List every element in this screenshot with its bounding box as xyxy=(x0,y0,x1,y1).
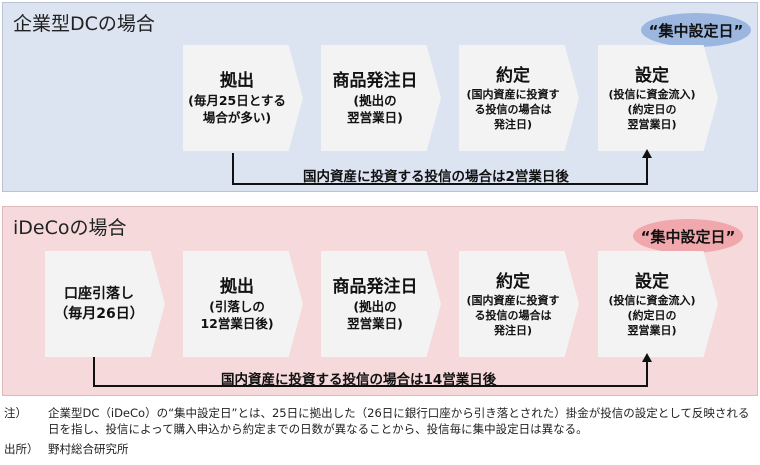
source-label: 出所） xyxy=(4,442,39,456)
concentrated-settlement-callout: “集中設定日” xyxy=(641,13,751,47)
step-detail: (投信に資金流入) (約定日の 翌営業日) xyxy=(608,87,696,131)
note-label: 注） xyxy=(4,406,27,420)
step-detail: (国内資産に投資す る投信の場合は 発注日) xyxy=(466,293,560,337)
step-execution: 約定(国内資産に投資す る投信の場合は 発注日) xyxy=(459,45,579,151)
step-title: 商品発注日 xyxy=(332,277,418,297)
concentrated-settlement-callout: “集中設定日” xyxy=(633,219,743,253)
arrow-up-icon xyxy=(642,149,652,158)
step-detail: (拠出の 翌営業日) xyxy=(347,93,403,125)
step-title: 約定 xyxy=(496,65,530,86)
step-detail: (投信に資金流入) (約定日の 翌営業日) xyxy=(608,293,696,337)
step-title: 約定 xyxy=(496,271,530,292)
span-bracket xyxy=(232,153,648,185)
step-title: 拠出 xyxy=(220,71,254,91)
step-detail: (毎月25日とする 場合が多い) xyxy=(188,93,286,125)
step-title: 拠出 xyxy=(220,277,254,297)
step-account-debit: 口座引落し （毎月26日） xyxy=(45,251,165,357)
step-title: 商品発注日 xyxy=(332,71,418,91)
panel-title: 企業型DCの場合 xyxy=(13,13,155,35)
corporate-dc-panel: 企業型DCの場合 “集中設定日” 拠出(毎月25日とする 場合が多い) 商品発注… xyxy=(2,2,758,192)
ideco-panel: iDeCoの場合 “集中設定日” 口座引落し （毎月26日） 拠出(引落しの 1… xyxy=(2,206,758,396)
step-detail: (国内資産に投資す る投信の場合は 発注日) xyxy=(466,87,560,131)
step-detail: (拠出の 翌営業日) xyxy=(347,299,403,331)
source-text: 野村総合研究所 xyxy=(48,442,129,456)
span-label: 国内資産に投資する投信の場合は14営業日後 xyxy=(221,372,497,388)
step-detail: (引落しの 12営業日後) xyxy=(200,299,274,331)
arrow-up-icon xyxy=(642,353,652,362)
step-contribution: 拠出(引落しの 12営業日後) xyxy=(183,251,303,357)
step-setting: 設定(投信に資金流入) (約定日の 翌営業日) xyxy=(598,251,718,357)
step-title: 設定 xyxy=(635,271,669,292)
step-detail: 口座引落し （毎月26日） xyxy=(54,286,144,322)
step-contribution: 拠出(毎月25日とする 場合が多い) xyxy=(183,45,303,151)
panel-title: iDeCoの場合 xyxy=(13,217,127,239)
note-text: 企業型DC（iDeCo）の“集中設定日”とは、25日に拠出した（26日に銀行口座… xyxy=(48,406,750,436)
step-order-date: 商品発注日(拠出の 翌営業日) xyxy=(321,45,441,151)
span-label: 国内資産に投資する投信の場合は2営業日後 xyxy=(303,169,569,185)
step-order-date: 商品発注日(拠出の 翌営業日) xyxy=(321,251,441,357)
step-execution: 約定(国内資産に投資す る投信の場合は 発注日) xyxy=(459,251,579,357)
step-title: 設定 xyxy=(635,65,669,86)
step-setting: 設定(投信に資金流入) (約定日の 翌営業日) xyxy=(598,45,718,151)
span-bracket xyxy=(93,357,648,387)
